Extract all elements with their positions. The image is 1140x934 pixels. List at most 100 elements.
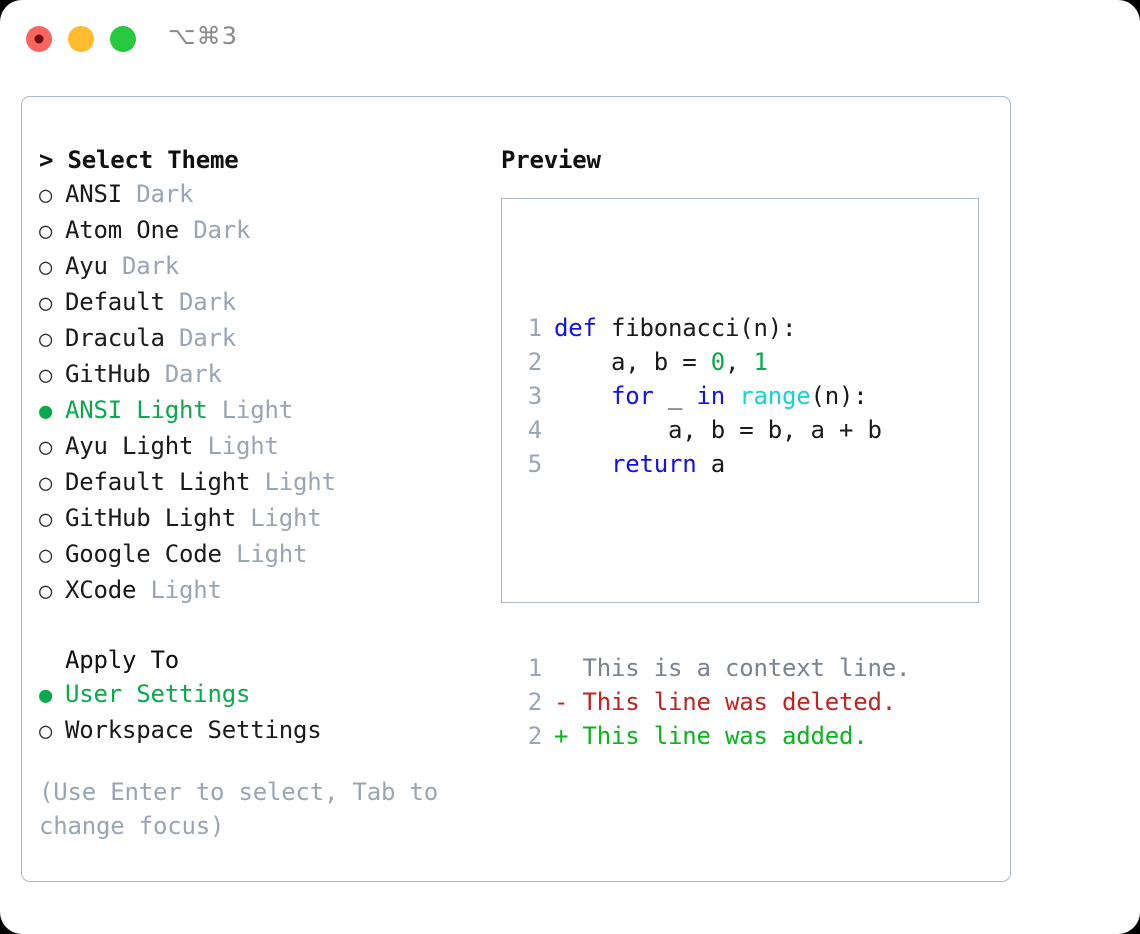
- code-token-id: a: [696, 450, 725, 478]
- apply-to-option-user-settings[interactable]: ● User Settings: [39, 677, 479, 713]
- code-line-text: a, b = 0, 1: [554, 345, 768, 379]
- theme-option-label: Ayu Light: [65, 432, 194, 460]
- theme-option-category: Dark: [164, 324, 236, 352]
- maximize-button[interactable]: [110, 26, 136, 52]
- diff-line-del: 2- This line was deleted.: [516, 685, 978, 719]
- theme-option-dracula[interactable]: ○ Dracula Dark: [39, 321, 479, 357]
- keyboard-shortcut-label: ⌥⌘3: [168, 22, 238, 50]
- apply-to-option-label: Workspace Settings: [65, 716, 322, 744]
- apply-to-heading: Apply To: [65, 646, 179, 674]
- select-theme-heading: > Select Theme: [39, 146, 239, 174]
- code-line: 2 a, b = 0, 1: [516, 345, 978, 379]
- radio-unselected-icon: ○: [39, 327, 53, 352]
- apply-to-list[interactable]: ● User Settings ○ Workspace Settings: [39, 677, 479, 749]
- diff-line-number: 1: [527, 654, 542, 682]
- code-token-fn: range: [739, 382, 811, 410]
- theme-option-atom-one[interactable]: ○Atom One Dark: [39, 213, 479, 249]
- diff-sample-block: 1 This is a context line.2- This line wa…: [516, 651, 978, 753]
- minimize-button[interactable]: [68, 26, 94, 52]
- diff-line-text: - This line was deleted.: [554, 688, 896, 716]
- code-token-kw: return: [611, 450, 697, 478]
- code-line-text: def fibonacci(n):: [554, 311, 796, 345]
- code-line-number: 5: [527, 450, 542, 478]
- code-line-number: 3: [527, 382, 542, 410]
- theme-option-ayu-light[interactable]: ○ Ayu Light Light: [39, 429, 479, 465]
- window-controls: [26, 26, 136, 52]
- diff-line-text: This is a context line.: [554, 654, 911, 682]
- diff-line-text: + This line was added.: [554, 722, 868, 750]
- radio-unselected-icon: ○: [39, 471, 53, 496]
- theme-list[interactable]: ○ANSI Dark○Atom One Dark○Ayu Dark○Defaul…: [39, 177, 479, 609]
- title-bar: ⌥⌘3: [0, 0, 1140, 78]
- theme-option-category: Light: [193, 432, 279, 460]
- theme-option-ansi-light[interactable]: ● ANSI Light Light: [39, 393, 479, 429]
- theme-option-label: XCode: [65, 576, 137, 604]
- theme-option-label: GitHub: [65, 360, 151, 388]
- keyboard-hint-text: (Use Enter to select, Tab to change focu…: [39, 778, 438, 840]
- code-token-id: [554, 450, 611, 478]
- radio-unselected-icon: ○: [39, 291, 53, 316]
- theme-option-xcode[interactable]: ○ XCode Light: [39, 573, 479, 609]
- theme-option-ayu[interactable]: ○Ayu Dark: [39, 249, 479, 285]
- theme-option-github[interactable]: ○GitHub Dark: [39, 357, 479, 393]
- radio-selected-icon: ●: [39, 683, 53, 708]
- theme-option-category: Light: [236, 504, 322, 532]
- theme-option-label: ANSI: [65, 180, 122, 208]
- theme-option-category: Light: [136, 576, 222, 604]
- code-token-id: a, b = b, a + b: [554, 416, 882, 444]
- radio-unselected-icon: ○: [39, 507, 53, 532]
- radio-unselected-icon: ○: [39, 183, 53, 208]
- radio-unselected-icon: ○: [39, 435, 53, 460]
- code-token-id: ,: [725, 348, 754, 376]
- theme-option-category: Dark: [107, 252, 179, 280]
- code-token-kw: for: [611, 382, 654, 410]
- close-button[interactable]: [26, 26, 52, 52]
- preview-heading: Preview: [501, 146, 601, 174]
- code-token-num: 1: [753, 348, 768, 376]
- code-line-text: for _ in range(n):: [554, 379, 868, 413]
- radio-unselected-icon: ○: [39, 579, 53, 604]
- radio-selected-icon: ●: [39, 399, 53, 424]
- theme-option-category: Dark: [164, 288, 236, 316]
- apply-to-option-workspace-settings[interactable]: ○ Workspace Settings: [39, 713, 479, 749]
- code-line-number: 4: [527, 416, 542, 444]
- theme-option-label: ANSI Light: [65, 396, 208, 424]
- diff-line-number: 2: [527, 722, 542, 750]
- theme-picker-column: > Select Theme ○ANSI Dark○Atom One Dark○…: [39, 143, 479, 843]
- section-spacer: [39, 609, 479, 643]
- theme-option-default-light[interactable]: ○ Default Light Light: [39, 465, 479, 501]
- apply-to-option-label: User Settings: [65, 680, 251, 708]
- theme-option-category: Light: [221, 540, 308, 568]
- theme-option-ansi[interactable]: ○ ANSI Dark: [39, 177, 479, 213]
- theme-option-label: Default: [65, 288, 165, 316]
- main-panel: > Select Theme ○ANSI Dark○Atom One Dark○…: [21, 96, 1011, 882]
- theme-option-category: Dark: [122, 180, 194, 208]
- code-line-text: return a: [554, 447, 725, 481]
- code-line: 1 def fibonacci(n):: [516, 311, 978, 345]
- theme-option-category: Light: [250, 468, 336, 496]
- theme-option-label: Default Light: [65, 468, 251, 496]
- code-line-number: 1: [527, 314, 542, 342]
- code-line: 5 return a: [516, 447, 978, 481]
- theme-option-label: Dracula: [65, 324, 165, 352]
- theme-option-google-code[interactable]: ○Google Code Light: [39, 537, 479, 573]
- theme-option-github-light[interactable]: ○ GitHub Light Light: [39, 501, 479, 537]
- theme-option-default[interactable]: ○ Default Dark: [39, 285, 479, 321]
- theme-option-category: Light: [207, 396, 293, 424]
- theme-option-label: GitHub Light: [65, 504, 236, 532]
- code-line: 3 for _ in range(n):: [516, 379, 978, 413]
- code-token-id: [554, 382, 611, 410]
- code-line: 4 a, b = b, a + b: [516, 413, 978, 447]
- code-token-id: (n):: [810, 382, 868, 410]
- code-token-id: a, b =: [554, 348, 711, 376]
- code-token-id: fibonacci(n):: [596, 314, 797, 342]
- theme-option-label: Atom One: [65, 216, 179, 244]
- radio-unselected-icon: ○: [39, 719, 53, 744]
- code-token-kw: in: [696, 382, 726, 410]
- code-line-number: 2: [527, 348, 542, 376]
